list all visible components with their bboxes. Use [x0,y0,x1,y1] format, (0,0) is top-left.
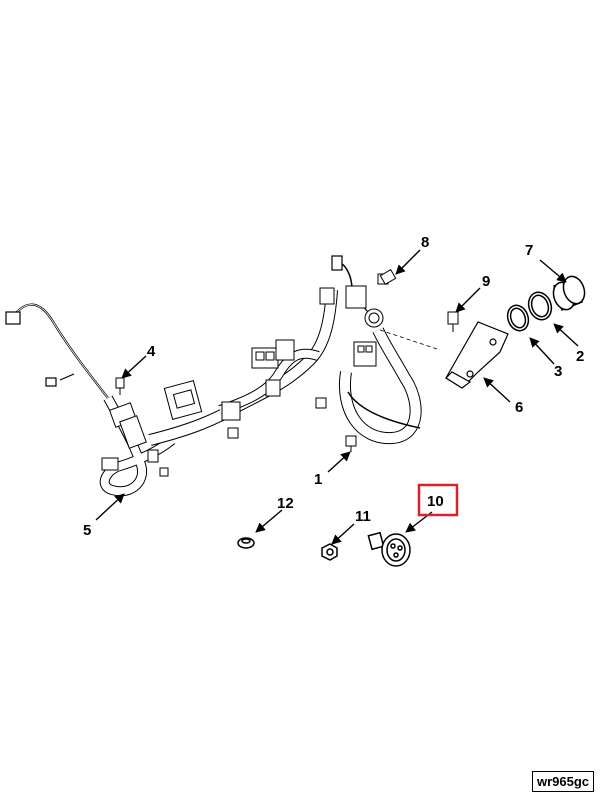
callout-1: 1 [314,471,322,488]
highlight-box [417,483,459,517]
callout-9: 9 [482,273,490,290]
callout-11: 11 [355,508,371,525]
callout-labels: 1 2 3 4 5 6 7 8 9 10 11 12 [83,234,584,539]
clip-8 [379,268,397,286]
callout-3: 3 [554,363,562,380]
connector-10 [367,531,411,567]
harness-connectors [101,273,389,477]
grommet-12 [237,537,255,549]
bracket-6 [379,321,509,389]
bolt-4 [115,377,125,395]
o-ring-3 [506,304,530,332]
callout-10: 10 [427,493,444,510]
nut-11 [321,543,338,561]
bolt-9 [447,311,459,332]
callout-6: 6 [515,399,523,416]
callout-7: 7 [525,242,533,259]
callout-2: 2 [576,348,584,365]
bolt-1 [345,435,357,452]
callout-12: 12 [277,495,294,512]
cap-7 [552,275,586,311]
callout-4: 4 [147,343,156,360]
callout-8: 8 [421,234,429,251]
drawing-id-label: wr965gc [531,771,594,792]
callout-5: 5 [83,522,91,539]
ring-2 [527,291,553,321]
